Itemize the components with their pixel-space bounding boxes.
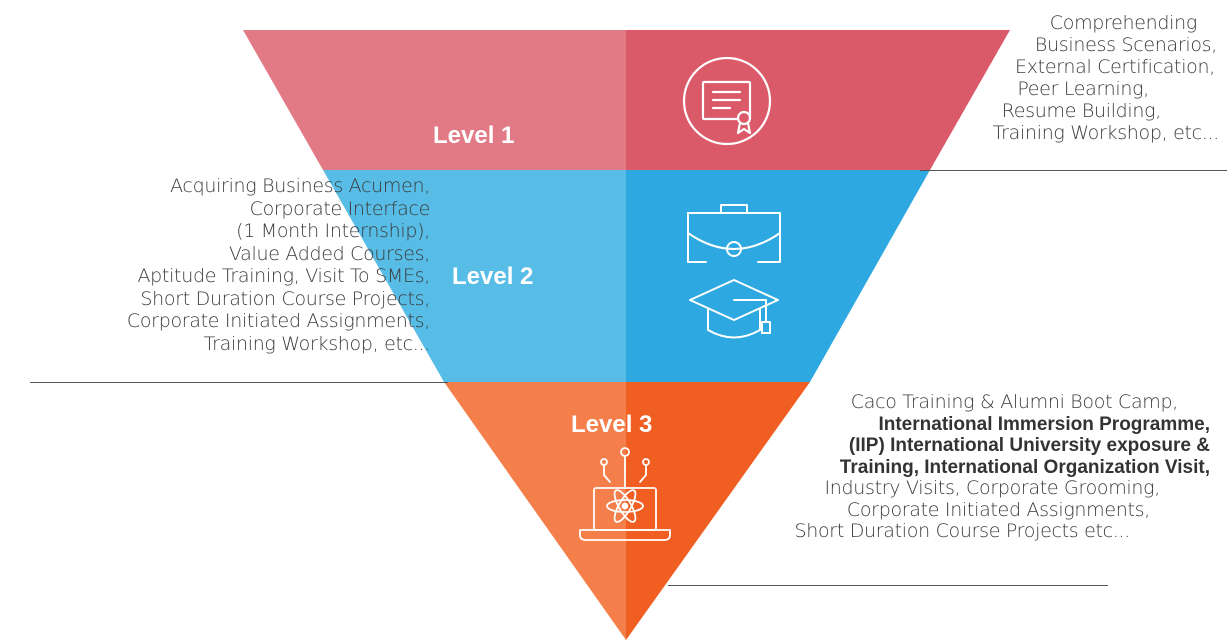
description-line: Training Workshop, etc... — [203, 332, 431, 355]
level-1-label: Level 1 — [433, 122, 515, 149]
description-line: Peer Learning, — [1017, 78, 1149, 100]
laptop-atom-icon — [579, 447, 671, 541]
description-line: Caco Training & Alumni Boot Camp, — [850, 391, 1179, 413]
level-3-label: Level 3 — [571, 411, 653, 438]
level-1-band-right — [626, 30, 1010, 170]
level-1-band-left — [243, 30, 626, 170]
level-3-band-right — [626, 382, 810, 640]
description-line: Resume Building, — [1001, 100, 1162, 122]
description-line: (IIP) International University exposure … — [848, 435, 1210, 456]
level-2-description: Acquiring Business Acumen,Corporate Inte… — [0, 175, 430, 355]
description-line: Aptitude Training, Visit To SMEs, — [137, 265, 430, 287]
description-line: External Certification, — [1015, 56, 1215, 78]
description-line: International Immersion Programme, — [878, 413, 1210, 435]
description-line: Industry Visits, Corporate Grooming, — [824, 477, 1160, 499]
description-line: Training Workshop, etc... — [992, 122, 1220, 144]
description-line: Business Scenarios, — [1034, 34, 1217, 56]
level-1-rule — [920, 170, 1227, 171]
description-line: Corporate Interface — [249, 197, 431, 220]
description-line: Corporate Initiated Assignments, — [846, 498, 1150, 521]
description-line: Comprehending — [1049, 12, 1198, 34]
description-line: Short Duration Course Projects, — [140, 287, 430, 310]
level-3-description: Caco Training & Alumni Boot Camp,Interna… — [690, 391, 1210, 543]
certificate-icon — [682, 56, 772, 146]
level-2-band-left — [323, 170, 626, 382]
description-line: Acquiring Business Acumen, — [170, 175, 430, 197]
description-line: Corporate Initiated Assignments, — [126, 310, 430, 332]
level-2-label: Level 2 — [452, 263, 534, 290]
level-3-rule — [668, 585, 1108, 586]
level-3-band-left — [444, 382, 626, 640]
graduation-briefcase-icon — [687, 204, 781, 339]
description-line: Training, International Organization Vis… — [839, 456, 1210, 478]
description-line: Value Added Courses, — [228, 242, 430, 265]
level-2-rule — [30, 382, 448, 383]
level-2-band-right — [626, 170, 930, 382]
description-line: Short Duration Course Projects etc... — [794, 520, 1130, 542]
description-line: (1 Month Internship), — [236, 220, 430, 242]
